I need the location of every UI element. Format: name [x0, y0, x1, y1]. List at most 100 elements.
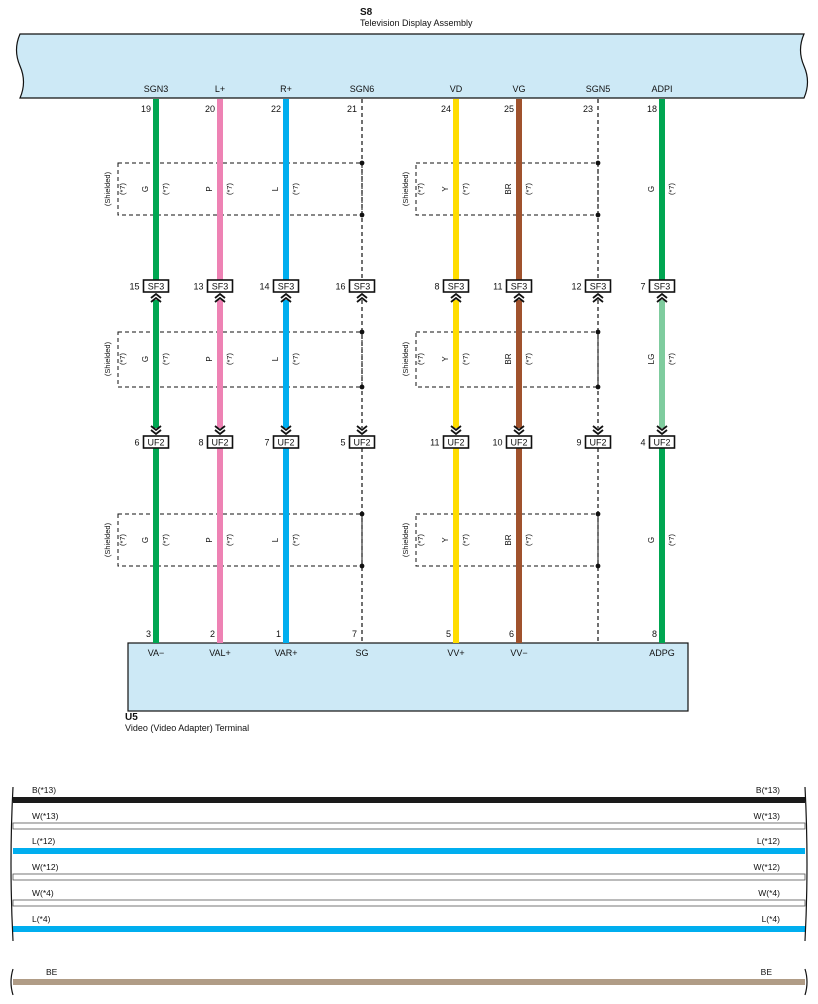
- chevron-up-icon: [280, 292, 292, 299]
- chevron-down-icon: [150, 425, 162, 432]
- shield-labels: (Shielded) (*7) (Shielded) (*7) (Shielde…: [103, 171, 425, 557]
- connector-sf3-label: SF3: [278, 282, 295, 292]
- connector-sf3-pin: 11: [493, 282, 502, 292]
- connector-uf2-box: [272, 435, 300, 449]
- wire-color-code: G: [647, 537, 656, 543]
- harness-label-left: L(*12): [32, 836, 55, 846]
- connector-sf3-label: SF3: [148, 282, 165, 292]
- chevron-up-icon: [592, 292, 604, 299]
- connector-sf3-box: [272, 279, 300, 293]
- top-pin-number: 20: [205, 104, 215, 114]
- bottom-signal-label: VAR+: [274, 648, 297, 658]
- top-signal-label: L+: [215, 84, 225, 94]
- shield-box: [415, 513, 599, 567]
- shield-box: [415, 162, 599, 216]
- shield-note: (*7): [118, 352, 127, 365]
- top-pin-number: 22: [271, 104, 281, 114]
- wire-color-code: G: [141, 356, 150, 362]
- shield-label: (Shielded): [401, 171, 410, 206]
- shield-box: [117, 162, 363, 216]
- connector-uf2-pin: 7: [264, 438, 269, 448]
- shield-note: (*7): [416, 352, 425, 365]
- connector-sf3-pin: 13: [193, 282, 203, 292]
- connector-uf2-box: [505, 435, 533, 449]
- junction-dot: [595, 212, 601, 218]
- wire-star-note: (*7): [291, 352, 300, 365]
- wire-color-code: BR: [504, 353, 513, 364]
- wire-color-code: L: [271, 356, 280, 361]
- connector-sf3-label: SF3: [448, 282, 465, 292]
- junction-dot: [595, 563, 601, 569]
- wire-star-note: (*7): [461, 533, 470, 546]
- connector-sf3-pin: 16: [335, 282, 345, 292]
- connector-sf3-box: [348, 279, 376, 293]
- junction-dot: [359, 160, 365, 166]
- chevron-up-icon: [214, 292, 226, 299]
- wire-color-code: L: [271, 537, 280, 542]
- chevron-down-icon: [150, 429, 162, 436]
- chevron-up-icon: [450, 292, 462, 299]
- connector-sf3-label: SF3: [354, 282, 371, 292]
- connector-uf2-box: [206, 435, 234, 449]
- harness-label-left: W(*12): [32, 862, 59, 872]
- harness-label-right: W(*13): [754, 811, 781, 821]
- chevron-down-icon: [592, 425, 604, 432]
- wire-star-note: (*7): [161, 352, 170, 365]
- harness-break-mark: [804, 968, 808, 996]
- bottom-component-name: Video (Video Adapter) Terminal: [125, 723, 249, 733]
- junction-dot: [359, 563, 365, 569]
- connector-uf2-label: UF2: [653, 438, 670, 448]
- chevron-down-icon: [356, 425, 368, 432]
- harness-label-left: B(*13): [32, 785, 56, 795]
- top-pin-number: 24: [441, 104, 451, 114]
- bottom-signal-label: VA−: [148, 648, 165, 658]
- chevron-up-icon: [214, 296, 226, 303]
- harness-label-right: BE: [761, 967, 773, 977]
- wire-color-code: G: [141, 537, 150, 543]
- harness-legend: B(*13)B(*13)W(*13)W(*13)L(*12)L(*12)W(*1…: [10, 785, 808, 996]
- connector-sf3-box: [442, 279, 470, 293]
- connector-sf3-box: [505, 279, 533, 293]
- connector-sf3-box: [142, 279, 170, 293]
- chevron-down-icon: [450, 429, 462, 436]
- connector-sf3-label: SF3: [212, 282, 229, 292]
- bottom-signal-label: VAL+: [209, 648, 231, 658]
- connector-uf2-label: UF2: [277, 438, 294, 448]
- connector-uf2-box: [142, 435, 170, 449]
- harness-label-right: L(*4): [762, 914, 781, 924]
- top-pin-number: 21: [347, 104, 357, 114]
- connector-sf3-label: SF3: [511, 282, 528, 292]
- connector-uf2-label: UF2: [510, 438, 527, 448]
- connector-uf2-label: UF2: [211, 438, 228, 448]
- chevron-up-icon: [513, 292, 525, 299]
- top-pin-number: 25: [504, 104, 514, 114]
- connector-uf2-pin: 9: [576, 438, 581, 448]
- chevron-up-icon: [280, 296, 292, 303]
- top-signal-label: SGN3: [144, 84, 169, 94]
- top-pin-number: 19: [141, 104, 151, 114]
- junction-dot: [595, 329, 601, 335]
- top-pin-number: 18: [647, 104, 657, 114]
- wire-star-note: (*7): [225, 533, 234, 546]
- harness-wire: [12, 873, 806, 881]
- connector-uf2-pin: 6: [134, 438, 139, 448]
- chevron-up-icon: [513, 296, 525, 303]
- bottom-pin-number: 8: [652, 629, 657, 639]
- junction-dot: [595, 160, 601, 166]
- chevron-down-icon: [656, 429, 668, 436]
- harness-break-mark: [10, 786, 14, 942]
- wire-color-code: P: [205, 186, 214, 191]
- bottom-pin-number: 3: [146, 629, 151, 639]
- connector-uf2-pin: 4: [640, 438, 645, 448]
- harness-break-mark: [804, 786, 808, 942]
- bottom-pin-number: 1: [276, 629, 281, 639]
- shield-label: (Shielded): [401, 522, 410, 557]
- wire-star-note: (*7): [667, 533, 676, 546]
- connector-uf2-pin: 11: [430, 438, 439, 448]
- connector-sf3-label: SF3: [654, 282, 671, 292]
- top-component-id: S8: [360, 7, 373, 18]
- top-signal-label: ADPI: [651, 84, 672, 94]
- chevron-up-icon: [356, 296, 368, 303]
- connector-sf3-pin: 14: [259, 282, 269, 292]
